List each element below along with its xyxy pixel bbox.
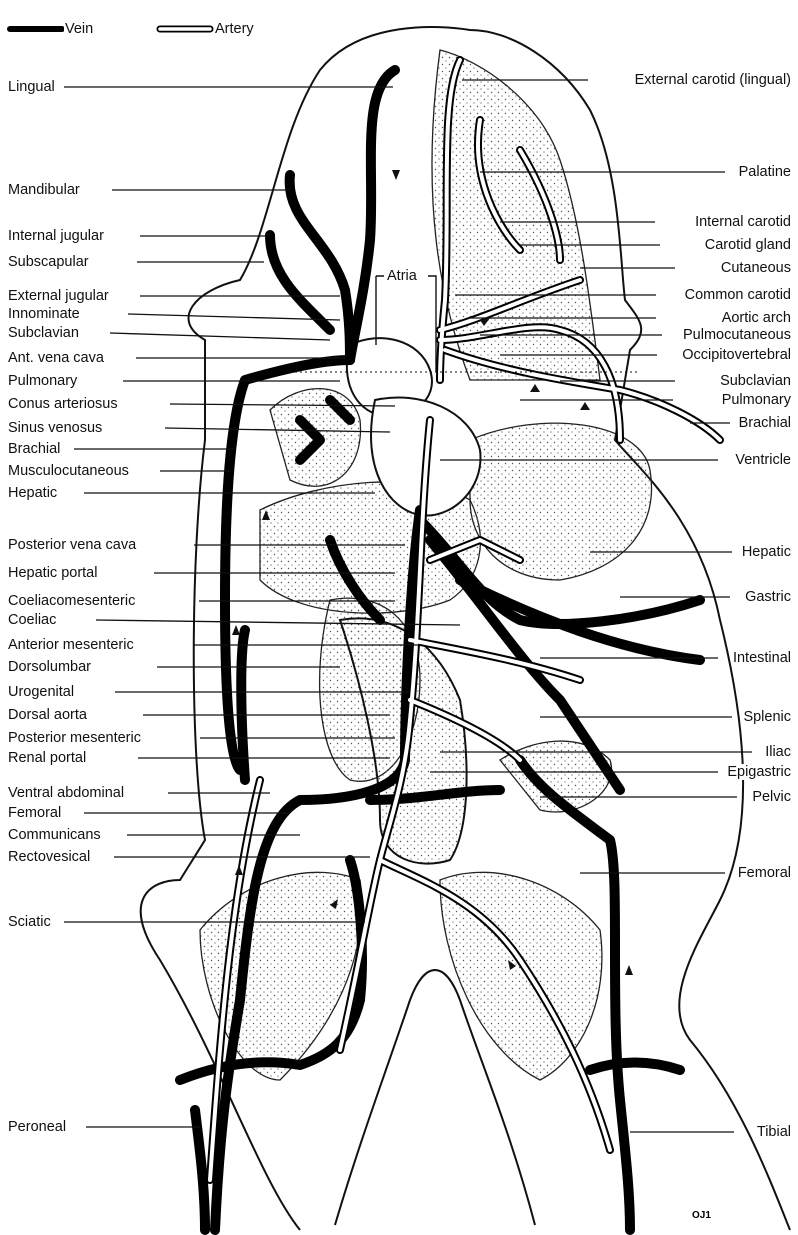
atria-label: Atria	[386, 268, 418, 284]
label-subclavian-left: Subclavian	[7, 325, 80, 341]
label-subscapular: Subscapular	[7, 254, 90, 270]
label-brachial-left: Brachial	[7, 441, 61, 457]
label-femoral-left: Femoral	[7, 805, 62, 821]
label-cutaneous: Cutaneous	[720, 260, 792, 276]
label-ventricle: Ventricle	[734, 452, 792, 468]
label-renal-portal: Renal portal	[7, 750, 87, 766]
label-gastric: Gastric	[744, 589, 792, 605]
label-innominate: Innominate	[7, 306, 81, 322]
label-sinus-venosus: Sinus venosus	[7, 420, 103, 436]
label-ant-vena-cava: Ant. vena cava	[7, 350, 105, 366]
label-hepatic-left: Hepatic	[7, 485, 58, 501]
label-coeliac: Coeliac	[7, 612, 57, 628]
artist-signature: OJ1	[692, 1210, 711, 1221]
label-sciatic: Sciatic	[7, 914, 52, 930]
label-iliac: Iliac	[764, 744, 792, 760]
label-musculocutaneous: Musculocutaneous	[7, 463, 130, 479]
label-pelvic: Pelvic	[751, 789, 792, 805]
label-internal-jugular: Internal jugular	[7, 228, 105, 244]
label-external-carotid: External carotid (lingual)	[634, 72, 792, 88]
label-brachial-right: Brachial	[738, 415, 792, 431]
label-splenic: Splenic	[742, 709, 792, 725]
legend-artery-label: Artery	[214, 21, 255, 37]
label-peroneal: Peroneal	[7, 1119, 67, 1135]
label-mandibular: Mandibular	[7, 182, 81, 198]
label-external-jugular: External jugular	[7, 288, 110, 304]
label-pulmonary-left: Pulmonary	[7, 373, 78, 389]
label-epigastric: Epigastric	[726, 764, 792, 780]
label-anterior-mesenteric: Anterior mesenteric	[7, 637, 135, 653]
label-carotid-gland: Carotid gland	[704, 237, 792, 253]
stippled-regions	[200, 50, 652, 1080]
label-palatine: Palatine	[738, 164, 792, 180]
label-lingual: Lingual	[7, 79, 56, 95]
label-common-carotid: Common carotid	[684, 287, 792, 303]
label-posterior-mesenteric: Posterior mesenteric	[7, 730, 142, 746]
label-rectovesical: Rectovesical	[7, 849, 91, 865]
label-dorsal-aorta: Dorsal aorta	[7, 707, 88, 723]
label-subclavian-right: Subclavian	[719, 373, 792, 389]
legend-vein-label: Vein	[64, 21, 94, 37]
label-communicans: Communicans	[7, 827, 102, 843]
label-aortic-arch: Aortic arch	[721, 310, 792, 326]
label-coeliacomesenteric: Coeliacomesenteric	[7, 593, 136, 609]
label-occipitovertebral: Occipitovertebral	[681, 347, 792, 363]
label-hepatic-right: Hepatic	[741, 544, 792, 560]
label-pulmocutaneous: Pulmocutaneous	[682, 327, 792, 343]
label-urogenital: Urogenital	[7, 684, 75, 700]
label-ventral-abdominal: Ventral abdominal	[7, 785, 125, 801]
label-conus-arteriosus: Conus arteriosus	[7, 396, 119, 412]
label-pulmonary-right: Pulmonary	[721, 392, 792, 408]
label-tibial: Tibial	[756, 1124, 792, 1140]
label-intestinal: Intestinal	[732, 650, 792, 666]
label-posterior-vena-cava: Posterior vena cava	[7, 537, 137, 553]
label-femoral-right: Femoral	[737, 865, 792, 881]
label-hepatic-portal: Hepatic portal	[7, 565, 98, 581]
label-internal-carotid: Internal carotid	[694, 214, 792, 230]
label-dorsolumbar: Dorsolumbar	[7, 659, 92, 675]
